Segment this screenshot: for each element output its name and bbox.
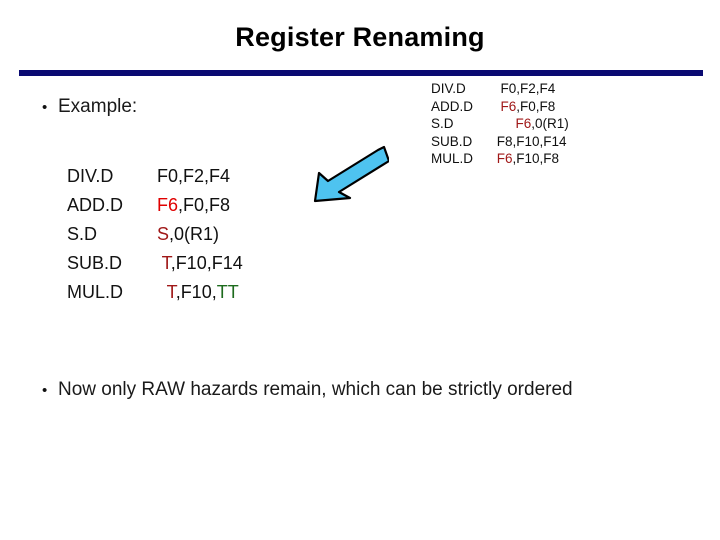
instruction-opcode: ADD.D (67, 195, 124, 215)
instruction-opcode: SUB.D (431, 133, 473, 149)
instruction-opcode: S.D (431, 116, 454, 131)
instruction-operands: F6,F0,F8 (157, 191, 230, 220)
operand-token: T (157, 253, 171, 273)
bullet-raw-hazards: • Now only RAW hazards remain, which can… (42, 379, 573, 401)
code-line: MUL.D T,F10,TT (67, 278, 243, 307)
instruction-operands: F0,F2,F4 (493, 80, 556, 98)
instruction-operands: T,F10,F14 (157, 249, 243, 278)
code-line: SUB.D T,F10,F14 (67, 249, 243, 278)
code-line: S.D S,0(R1) (67, 220, 243, 249)
bullet-raw-hazards-label: Now only RAW hazards remain, which can b… (58, 379, 573, 400)
instruction-operands: F0,F2,F4 (157, 162, 230, 191)
operand-token: ,F10,F8 (512, 151, 560, 166)
operand-token: ,F10,F14 (170, 253, 243, 273)
operand-token: F0,F2,F4 (493, 81, 556, 96)
instruction-operands: F6,0(R1) (493, 115, 569, 133)
instruction-operands: T,F10,TT (157, 278, 239, 307)
instruction-operands: S,0(R1) (157, 220, 219, 249)
bullet-marker-icon: • (42, 99, 48, 116)
operand-token: F6 (493, 98, 517, 114)
operand-token: F0,F2,F4 (157, 166, 231, 186)
operand-token: ,0(R1) (531, 116, 569, 131)
instruction-operands: F8,F10,F14 (493, 133, 567, 151)
code-line: S.D F6,0(R1) (431, 115, 569, 133)
operand-token: F6 (493, 116, 532, 131)
code-line: ADD.D F6,F0,F8 (431, 98, 569, 116)
operand-token: ,0(R1) (169, 224, 220, 244)
instruction-operands: F6,F0,F8 (493, 98, 556, 116)
instruction-opcode: DIV.D (431, 81, 466, 96)
down-left-arrow-icon (303, 143, 391, 205)
instruction-opcode: SUB.D (67, 253, 123, 273)
code-line: DIV.D F0,F2,F4 (67, 162, 243, 191)
operand-token: ,F0,F8 (178, 195, 231, 215)
instruction-opcode: ADD.D (431, 98, 474, 114)
operand-token: ,F10, (175, 282, 217, 302)
code-line: DIV.D F0,F2,F4 (431, 80, 569, 98)
instruction-opcode: DIV.D (67, 166, 114, 186)
code-line: ADD.D F6,F0,F8 (67, 191, 243, 220)
operand-token: ,F0,F8 (516, 98, 556, 114)
bullet-example: • Example: (42, 96, 137, 118)
operand-token: TT (216, 282, 239, 302)
operand-token: S (157, 224, 170, 244)
title-divider-rule (19, 70, 703, 76)
operand-token: T (157, 282, 176, 302)
code-line: SUB.D F8,F10,F14 (431, 133, 569, 151)
operand-token: F6 (493, 151, 513, 166)
instruction-opcode: MUL.D (431, 151, 474, 166)
instruction-opcode: MUL.D (67, 282, 124, 302)
page-title: Register Renaming (235, 22, 485, 52)
bullet-marker-icon: • (42, 382, 48, 399)
code-line: MUL.D F6,F10,F8 (431, 150, 569, 168)
instruction-operands: F6,F10,F8 (493, 150, 559, 168)
bullet-example-label: Example: (58, 96, 138, 117)
instruction-opcode: S.D (67, 224, 98, 244)
operand-token: F8,F10,F14 (493, 133, 567, 149)
operand-token: F6 (157, 195, 179, 215)
